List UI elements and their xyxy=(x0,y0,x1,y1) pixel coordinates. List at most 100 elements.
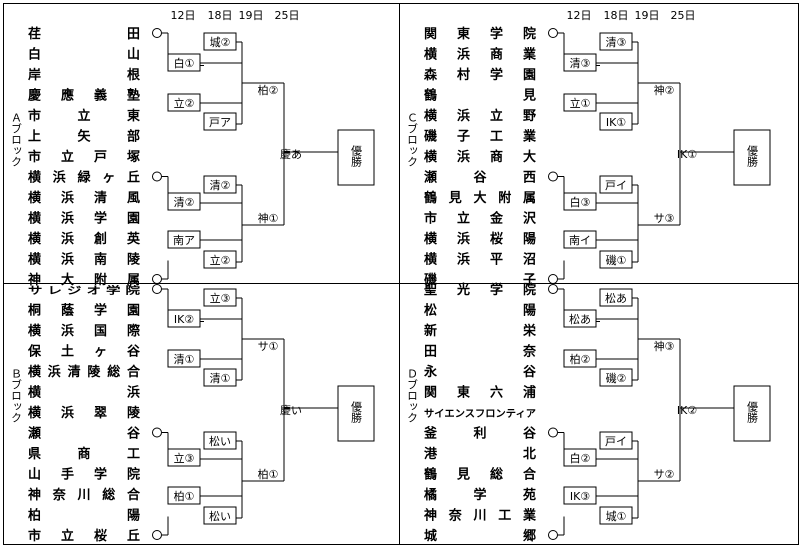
score-box-frame xyxy=(203,431,237,450)
score-box-frame xyxy=(599,250,633,269)
champion-frame xyxy=(733,129,771,186)
score-box: 戸イ xyxy=(599,175,633,194)
team-name: 山 手 学 院 xyxy=(28,467,140,483)
team-name: 市 立 東 xyxy=(28,108,140,124)
score-box-frame xyxy=(599,288,633,307)
team-name: 横 浜 国 際 xyxy=(28,323,141,339)
score-box-frame xyxy=(599,431,633,450)
score-box: 立③ xyxy=(203,288,237,307)
score-box: 松あ xyxy=(599,288,633,307)
date-header: 18日 xyxy=(208,9,233,22)
team-name: 横 浜 商 業 xyxy=(424,47,537,63)
team-name: 市 立 金 沢 xyxy=(424,211,537,227)
score-box-frame xyxy=(563,349,597,368)
entry-circle xyxy=(152,28,162,38)
score-label: 清③ xyxy=(606,36,627,49)
champion-box: 優勝 xyxy=(733,129,771,186)
team-name: 神 奈 川 総 合 xyxy=(28,487,141,503)
score-box-frame xyxy=(203,368,237,387)
team-name: 田 奈 xyxy=(424,344,537,360)
final-score: 慶い xyxy=(280,403,302,417)
team-list: 関 東 学 院横 浜 商 業森 村 学 園鶴 見横 浜 立 野磯 子 工 業横 … xyxy=(424,26,558,288)
entry-circle xyxy=(152,284,162,294)
score-label: 戸イ xyxy=(605,435,627,448)
score-box-frame xyxy=(563,309,597,328)
score-box: 白① xyxy=(167,53,201,72)
score-box-frame xyxy=(563,192,597,211)
score-box-frame xyxy=(167,53,201,72)
score-box-frame xyxy=(167,230,201,249)
champion-label: 優勝 xyxy=(746,401,759,424)
entry-circle xyxy=(152,171,162,182)
team-name: 森 村 学 園 xyxy=(424,67,536,83)
score-box-frame xyxy=(599,32,633,51)
final-result: 慶あ xyxy=(280,147,302,161)
team-name: 関 東 六 浦 xyxy=(424,385,536,401)
team-name: 横 浜 商 大 xyxy=(424,149,536,165)
score-box: IK② xyxy=(167,309,201,328)
score-label: サ② xyxy=(654,468,675,481)
team-name: 橘 学 苑 xyxy=(423,487,536,503)
score-label: 神② xyxy=(654,83,675,97)
team-name: 桐 蔭 学 園 xyxy=(28,303,140,319)
score-label: 松い xyxy=(209,434,231,448)
team-name: 横 浜 xyxy=(28,385,140,401)
score-label: 南ア xyxy=(173,234,195,247)
score-box: 清③ xyxy=(563,53,597,72)
team-list: サ レ ジ オ 学 院桐 蔭 学 園横 浜 国 際保 土 ヶ 谷横浜清陵総合横 … xyxy=(27,284,162,544)
score-box: 戸イ xyxy=(599,431,633,450)
entry-circle xyxy=(548,171,558,182)
score-box: 柏② xyxy=(563,349,597,368)
team-name: 港 北 xyxy=(424,446,536,462)
score-label: 城① xyxy=(606,510,627,523)
block-label-text: Ｄブロック xyxy=(406,368,419,423)
bracket-lines xyxy=(558,32,734,280)
bracket-lines xyxy=(162,288,338,536)
team-name: 保 土 ヶ 谷 xyxy=(27,344,141,360)
team-name: 瀬 谷 西 xyxy=(424,170,536,186)
champion-frame xyxy=(337,129,375,186)
round2-results: 神② サ③ xyxy=(654,83,675,225)
score-label: 立② xyxy=(210,253,231,267)
score-box: 立② xyxy=(203,250,237,269)
score-box-frame xyxy=(563,230,597,249)
score-label: サ③ xyxy=(654,212,675,225)
score-label: 清② xyxy=(210,179,231,192)
score-box-frame xyxy=(167,486,201,505)
date-header: 12日 xyxy=(567,9,592,22)
score-box-frame xyxy=(599,506,633,525)
score-box: 磯② xyxy=(599,368,633,387)
score-box: 清③ xyxy=(599,32,633,51)
block-label: Ｄブロック xyxy=(406,368,419,423)
block-label: Ｂブロック xyxy=(10,368,23,423)
score-label: 松あ xyxy=(569,312,591,326)
score-label: サ① xyxy=(258,340,279,353)
score-label: 松い xyxy=(209,509,231,523)
score-label: 柏② xyxy=(258,83,279,97)
final-result: IK② xyxy=(677,404,697,417)
score-label: 清③ xyxy=(570,57,591,70)
score-box: 清① xyxy=(167,349,201,368)
date-header: 12日 xyxy=(171,9,196,22)
bracket-lines xyxy=(558,288,734,536)
score-box-frame xyxy=(599,368,633,387)
score-box: IK① xyxy=(599,112,633,131)
final-result: IK① xyxy=(677,148,697,161)
team-name: 市 立 戸 塚 xyxy=(28,149,140,165)
score-label: 城② xyxy=(210,36,231,49)
score-label: 神① xyxy=(258,211,279,225)
team-name: 横 浜 南 陵 xyxy=(28,252,141,268)
team-name: 横 浜 緑 ヶ 丘 xyxy=(28,170,140,186)
team-name: 鶴 見 xyxy=(424,88,536,104)
score-label: 戸イ xyxy=(605,179,627,192)
